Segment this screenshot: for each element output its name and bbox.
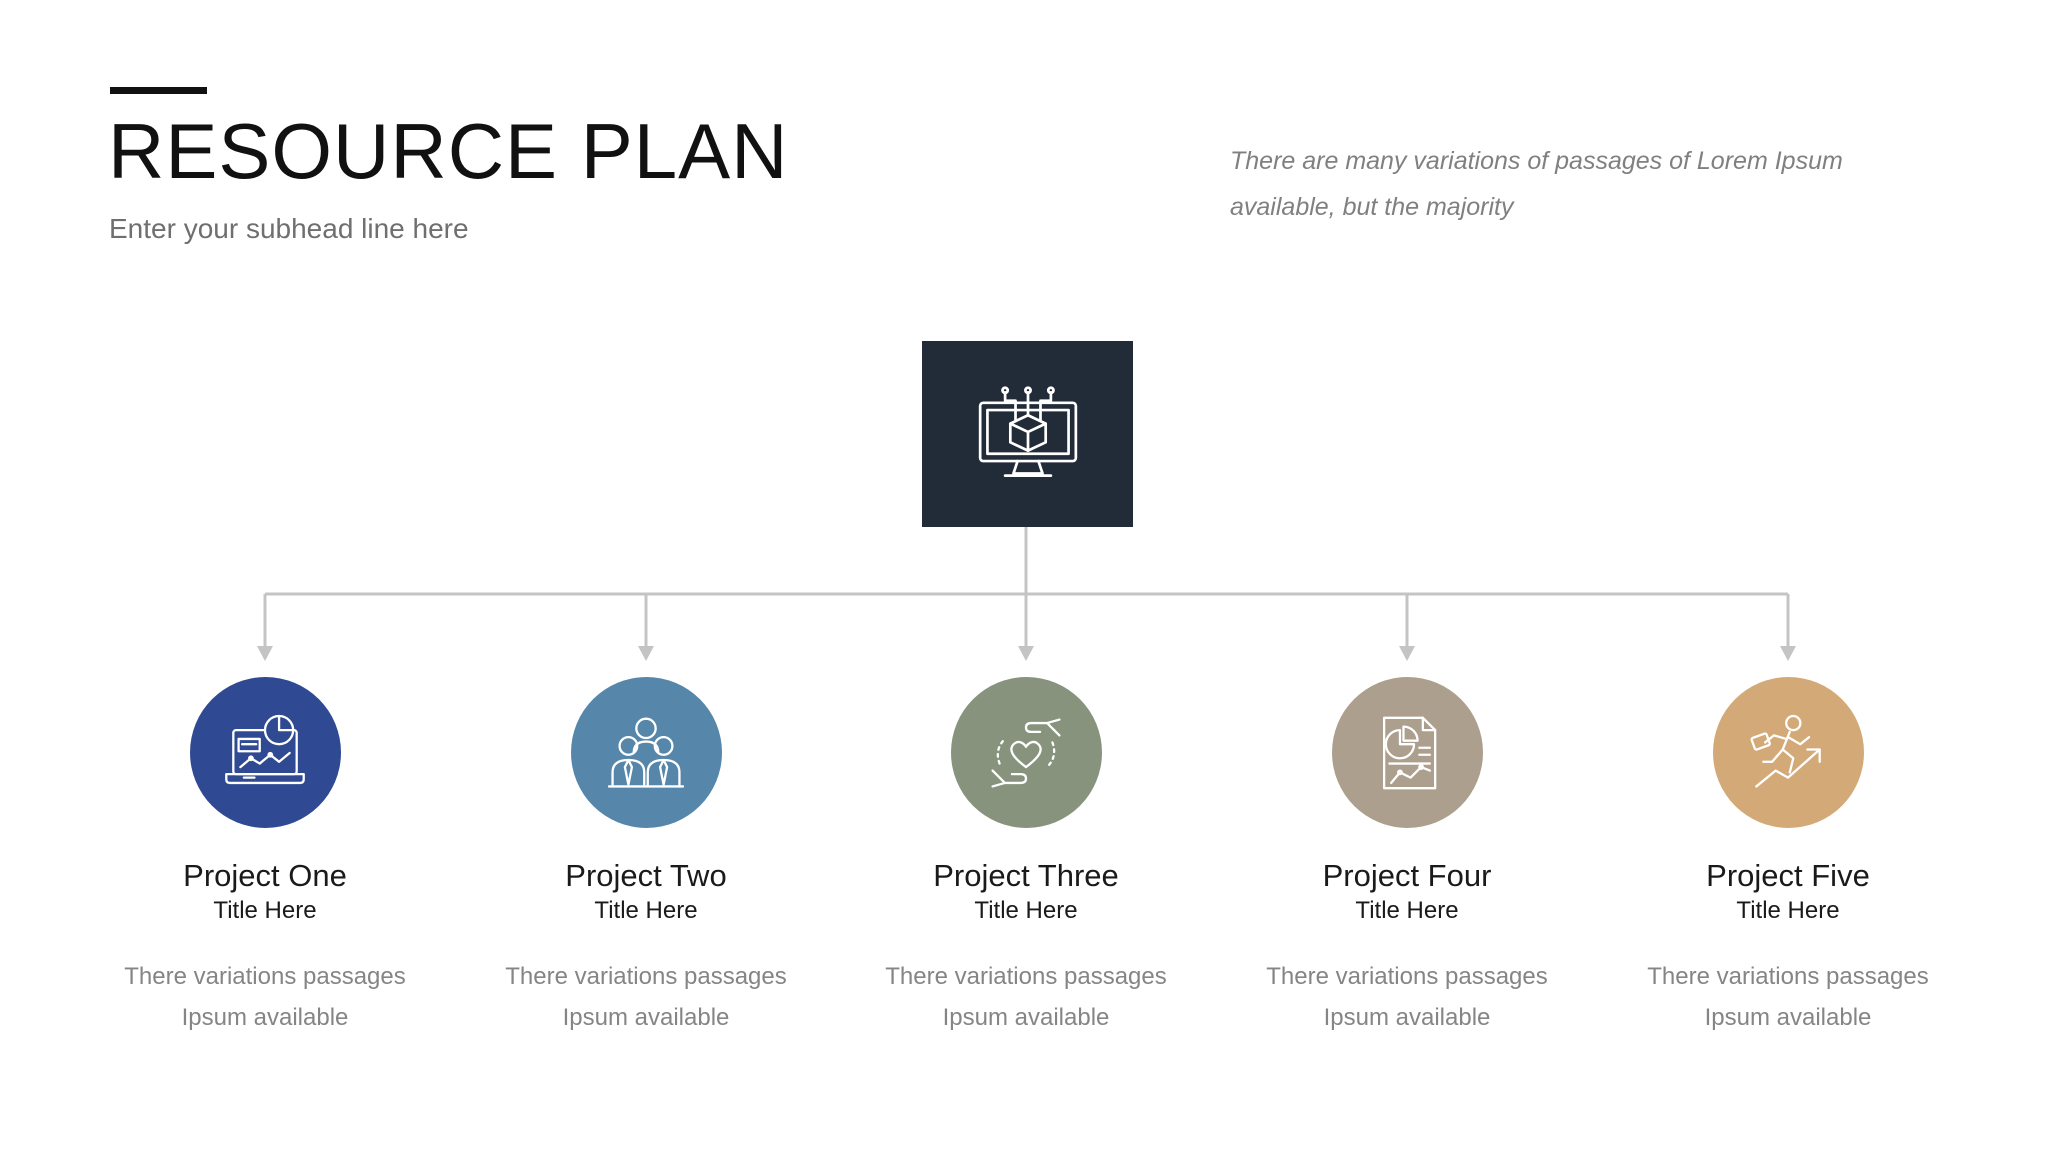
project-description: There variations passages Ipsum availabl… [124,963,406,1031]
project-name: Project Four [1322,858,1492,893]
arrowhead-4 [1399,646,1415,661]
report-chart-icon [1382,716,1437,789]
connector-paths [263,527,1790,648]
project-name: Project Two [565,858,727,893]
project-card-3: Project Three Title Here There variation… [846,677,1206,1038]
project-icon-circle [1331,677,1483,828]
project-card-1: Project One Title Here There variations … [85,677,445,1038]
subhead: Enter your subhead line here [109,213,469,244]
page-title: RESOURCE PLAN [108,107,789,195]
root-node [922,341,1133,527]
project-subtitle: Title Here [1355,897,1459,924]
project-icon-circle [189,677,341,828]
monitor-cube-icon [978,386,1077,477]
project-description: There variations passages Ipsum availabl… [885,963,1167,1031]
team-icon [607,717,685,788]
project-card-2: Project Two Title Here There variations … [466,677,826,1038]
arrowhead-2 [638,646,654,661]
project-card-4: Project Four Title Here There variations… [1227,677,1587,1038]
laptop-analytics-icon [225,714,305,784]
arrowhead-3 [1018,646,1034,661]
businessman-growth-icon [1750,714,1821,788]
project-description: There variations passages Ipsum availabl… [1266,963,1548,1031]
intro-text: There are many variations of passages of… [1230,147,1843,221]
project-name: Project Five [1706,858,1870,893]
project-icon-circle [1712,677,1864,828]
project-subtitle: Title Here [974,897,1078,924]
project-subtitle: Title Here [1736,897,1840,924]
project-icon-circle [950,677,1102,828]
arrowhead-5 [1780,646,1796,661]
project-card-5: Project Five Title Here There variations… [1608,677,1968,1038]
title-accent-bar [110,87,207,94]
hands-heart-icon [991,717,1061,788]
project-subtitle: Title Here [594,897,698,924]
project-icon-circle [570,677,722,828]
project-name: Project One [183,858,347,893]
project-subtitle: Title Here [213,897,317,924]
project-description: There variations passages Ipsum availabl… [505,963,787,1031]
arrowhead-1 [257,646,273,661]
project-description: There variations passages Ipsum availabl… [1647,963,1929,1031]
connector-arrowheads [257,646,1796,661]
project-name: Project Three [933,858,1119,893]
